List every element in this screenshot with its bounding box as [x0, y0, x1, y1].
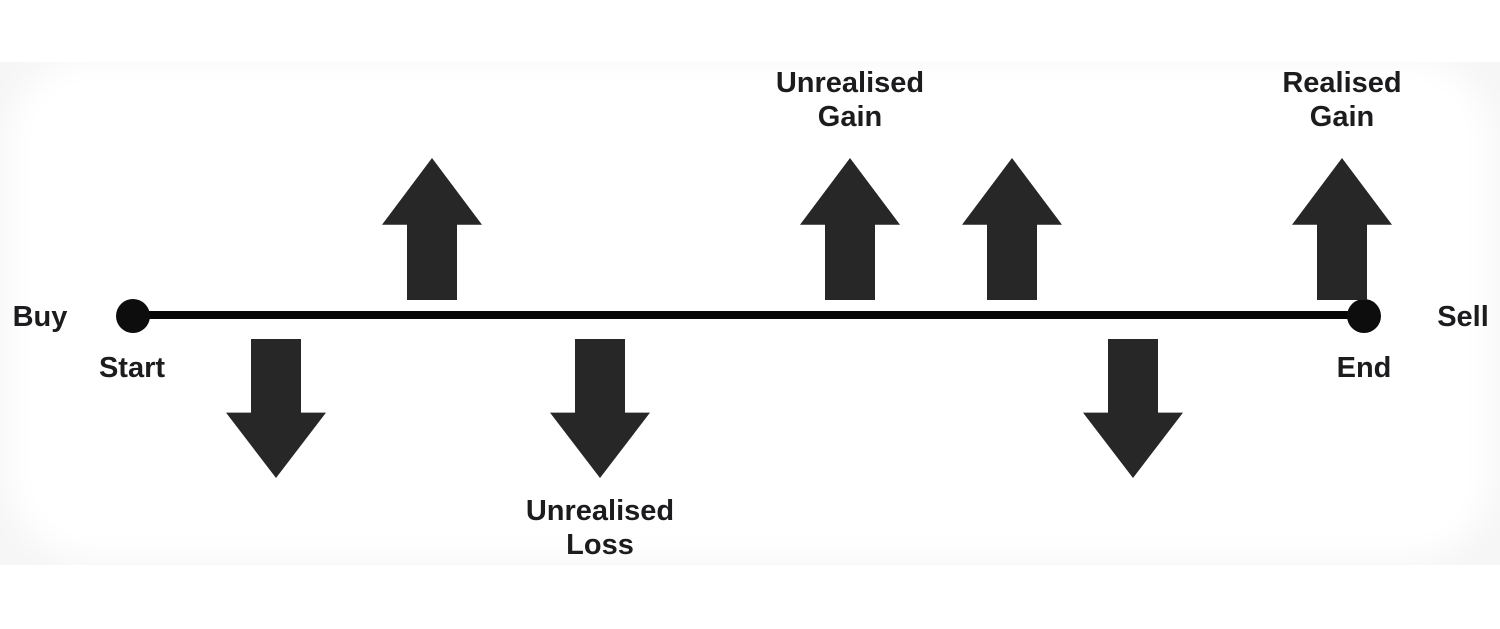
buy-label: Buy: [12, 301, 68, 333]
sell-label: Sell: [1437, 301, 1489, 333]
timeline-start-dot: [116, 299, 150, 333]
realised-gain-label: Realised Gain: [1282, 67, 1402, 133]
timeline-end-dot: [1347, 299, 1381, 333]
timeline-line: [133, 311, 1364, 319]
unrealised-loss-label: Unrealised Loss: [525, 495, 675, 561]
start-label: Start: [98, 352, 166, 384]
end-label: End: [1336, 352, 1392, 384]
unrealised-gain-label: Unrealised Gain: [775, 67, 925, 133]
background-card: [30, 80, 1470, 537]
